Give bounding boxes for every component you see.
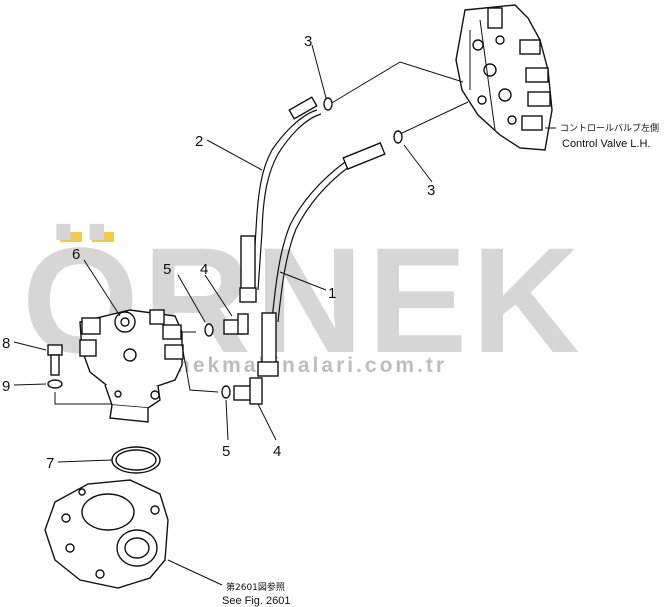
callout-2: 2: [195, 133, 203, 150]
control-valve: [455, 4, 553, 151]
elbow-fitting-4-bottom: [233, 377, 263, 405]
hose-2: [239, 96, 322, 303]
see-fig-label-jp: 第2601図参照: [226, 581, 285, 593]
washer-9: [47, 379, 63, 389]
callout-1: 1: [328, 285, 336, 302]
watermark: ÖRNEK ornekmakinalari.com.tr: [22, 216, 580, 384]
callout-5-top: 5: [163, 261, 171, 278]
callout-4-bottom: 4: [273, 443, 281, 460]
see-fig-label-en: See Fig. 2601: [222, 595, 291, 607]
callout-5-bottom: 5: [222, 443, 230, 460]
callout-7: 7: [46, 455, 54, 472]
control-valve-label-en: Control Valve L.H.: [562, 138, 650, 150]
watermark-accent-left: [60, 232, 82, 242]
callout-9: 9: [2, 378, 10, 395]
o-ring-3-mid: [393, 130, 403, 144]
bolt-8: [47, 344, 63, 376]
callout-8: 8: [2, 335, 10, 352]
pump-assembly: [79, 309, 184, 423]
housing: [44, 479, 169, 589]
watermark-url: ornekmakinalari.com.tr: [150, 354, 447, 377]
o-ring-5-top: [204, 323, 214, 337]
callout-3-top: 3: [304, 33, 312, 50]
hose-1: [257, 142, 386, 377]
control-valve-label-jp: コントロールバルブ左側: [560, 122, 659, 134]
o-ring-5-bottom: [221, 385, 231, 399]
watermark-accent-right: [92, 232, 114, 242]
o-ring-3-top: [323, 97, 333, 111]
callout-3-mid: 3: [427, 182, 435, 199]
callout-4-top: 4: [200, 261, 208, 278]
callout-6: 6: [72, 246, 80, 263]
elbow-fitting-4-top: [223, 313, 249, 335]
